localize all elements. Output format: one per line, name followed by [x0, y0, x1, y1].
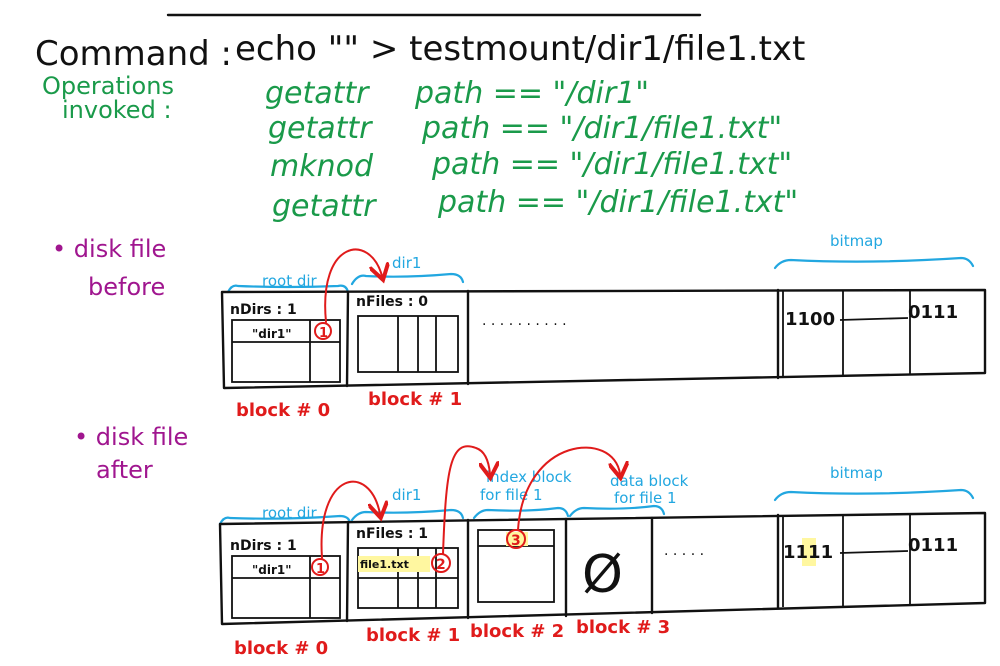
before-label-line2: before — [88, 273, 165, 301]
after-dir1-entry: file1.txt — [360, 558, 409, 571]
after-index-label-line1: index block — [486, 468, 572, 486]
after-index-label-line2: for file 1 — [480, 486, 543, 504]
after-data-label-line2: for file 1 — [614, 489, 677, 507]
after-bitmap-highlight — [802, 538, 816, 566]
before-bitmap-end: 0111 — [908, 302, 958, 323]
after-bitmap-start: 1111 — [783, 542, 833, 563]
after-root-count: nDirs : 1 — [230, 538, 297, 554]
before-divider-1 — [345, 290, 350, 388]
op-1-name: getattr — [265, 76, 370, 111]
after-dir1-entry-highlight — [358, 556, 430, 572]
after-root-ptr: 1 — [316, 562, 325, 577]
before-root-count: nDirs : 1 — [230, 302, 297, 318]
before-block-1-label: block # 1 — [368, 389, 462, 410]
after-data-label-line1: data block — [610, 472, 689, 490]
after-divider-1 — [345, 520, 350, 623]
before-dots: . . . . . . . . . . — [482, 313, 567, 329]
op-4-name: getattr — [272, 189, 377, 224]
before-block-0-label: block # 0 — [236, 400, 330, 421]
op-3-name: mknod — [270, 149, 374, 184]
op-1-arg: path == "/dir1" — [414, 76, 649, 111]
after-bitmap-label: bitmap — [830, 464, 883, 482]
before-bitmap-brace — [773, 256, 975, 270]
before-dir1-table — [357, 315, 459, 373]
before-dir1-brace — [350, 272, 465, 286]
after-root-table — [231, 555, 341, 619]
after-index-ptr-circle — [506, 529, 526, 549]
before-dir1-label: dir1 — [392, 254, 421, 272]
after-arrow-root-to-dir1 — [320, 480, 380, 559]
after-dir1-label: dir1 — [392, 486, 421, 504]
operations-label-line1: Operations — [42, 72, 174, 100]
before-root-brace — [226, 284, 350, 294]
after-root-brace — [218, 514, 352, 526]
after-index-brace — [472, 506, 570, 520]
before-bitmap-start: 1100 — [785, 309, 835, 330]
after-dir1-ptr-circle — [431, 553, 451, 573]
before-root-entry: "dir1" — [252, 327, 291, 341]
op-3-arg: path == "/dir1/file1.txt" — [431, 147, 792, 182]
after-dir1-ptr: 2 — [436, 557, 446, 573]
before-label-line1: • disk file — [52, 235, 166, 263]
after-block-2-label: block # 2 — [470, 621, 564, 642]
before-arrow-root-to-dir1 — [324, 248, 382, 323]
command-text: echo "" > testmount/dir1/file1.txt — [235, 29, 805, 69]
after-block-3-label: block # 3 — [576, 617, 670, 638]
after-dir1-brace — [350, 508, 465, 522]
after-arrow-index-to-data — [517, 446, 620, 531]
before-root-ptr: 1 — [319, 326, 328, 341]
before-root-dir-label: root dir — [262, 272, 318, 290]
after-disk-strip — [218, 511, 987, 626]
before-bitmap-label: bitmap — [830, 232, 883, 250]
after-bitmap-gap — [839, 550, 909, 554]
after-bitmap-end: 0111 — [908, 535, 958, 556]
op-4-arg: path == "/dir1/file1.txt" — [437, 185, 798, 220]
before-disk-strip — [220, 288, 987, 390]
command-label: Command : — [35, 34, 232, 74]
after-block-0-label: block # 0 — [234, 638, 328, 659]
after-index-highlight — [506, 532, 528, 546]
before-root-table — [231, 319, 341, 383]
after-dir1-count: nFiles : 1 — [356, 526, 428, 542]
after-label-line1: • disk file — [74, 423, 188, 451]
after-root-dir-label: root dir — [262, 504, 318, 522]
after-data-brace — [568, 504, 666, 518]
after-block-1-label: block # 1 — [366, 625, 460, 646]
before-root-ptr-circle — [314, 322, 332, 340]
before-dir1-count: nFiles : 0 — [356, 294, 428, 310]
op-2-arg: path == "/dir1/file1.txt" — [421, 111, 782, 146]
after-root-entry: "dir1" — [252, 563, 291, 577]
after-dots: . . . . . — [664, 543, 704, 559]
after-root-ptr-circle — [311, 558, 329, 576]
after-data-empty-symbol: Ø — [582, 545, 623, 605]
after-label-line2: after — [96, 456, 153, 484]
after-bitmap-brace — [773, 488, 975, 502]
after-index-ptr: 3 — [511, 533, 521, 549]
after-arrow-dir1-to-index — [442, 445, 490, 555]
operations-label-line2: invoked : — [62, 96, 172, 124]
op-2-name: getattr — [268, 111, 373, 146]
before-bitmap-gap — [839, 317, 909, 321]
